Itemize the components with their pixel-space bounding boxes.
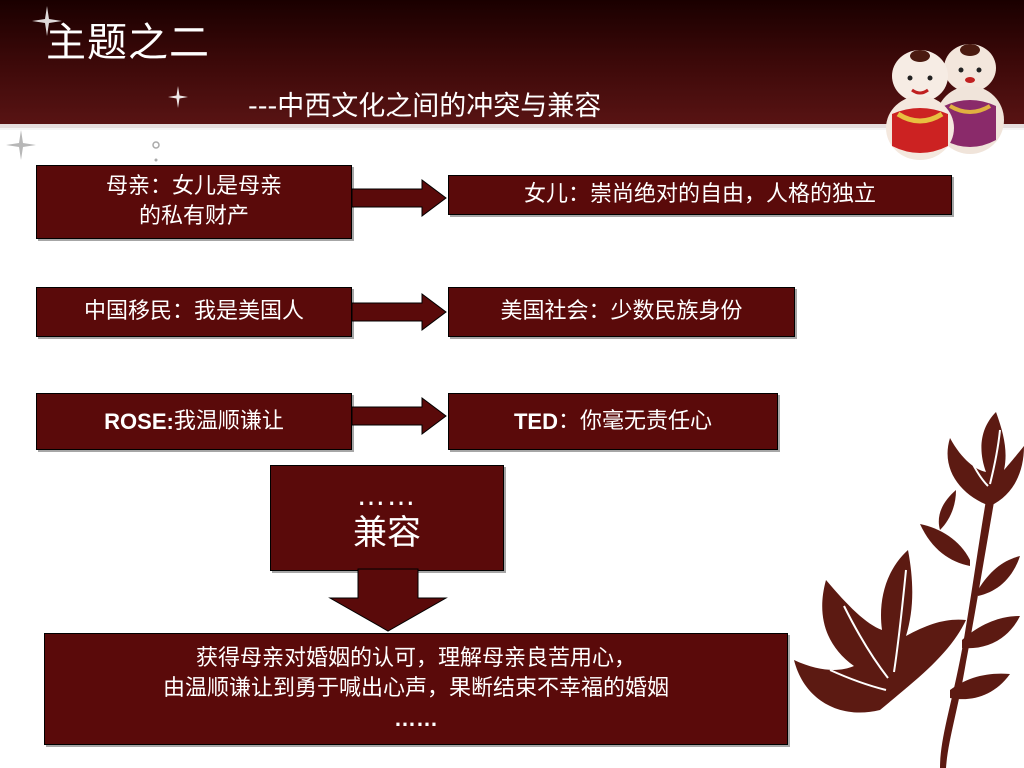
slide-title: 主题之二: [46, 20, 210, 66]
sparkle-icon: [152, 141, 160, 162]
row2-right-label: 美国社会：少数民族身份: [500, 299, 743, 324]
doll-pair-illustration: [886, 44, 1004, 160]
row2-left-box: 中国移民：我是美国人: [36, 287, 352, 337]
conclusion-box: 获得母亲对婚姻的认可，理解母亲良苦用心， 由温顺谦让到勇于喊出心声，果断结束不幸…: [44, 633, 788, 745]
row3-right-rest: ：你毫无责任心: [557, 408, 712, 434]
conclusion-line2: 由温顺谦让到勇于喊出心声，果断结束不幸福的婚姻: [162, 676, 669, 701]
row2-right-box: 美国社会：少数民族身份: [448, 287, 795, 337]
conclusion-line1: 获得母亲对婚姻的认可，理解母亲良苦用心，: [195, 646, 636, 671]
down-arrow-icon: [328, 568, 448, 632]
conclusion-line3: ……: [394, 706, 438, 731]
right-arrow-icon: [351, 179, 447, 217]
row1-right-label: 女儿：崇尚绝对的自由，人格的独立: [523, 182, 876, 207]
header-divider: [0, 124, 1024, 130]
row3-right-bold: TED: [513, 408, 558, 434]
row3-left-box: ROSE:我温顺谦让: [36, 393, 352, 450]
row1-left-line2: 的私有财产: [138, 204, 249, 229]
sparkle-icon: [6, 130, 36, 160]
row3-left-rest: 我温顺谦让: [173, 408, 284, 434]
row1-right-box: 女儿：崇尚绝对的自由，人格的独立: [448, 175, 952, 215]
center-dots: ……: [357, 479, 417, 512]
slide-subtitle: ---中西文化之间的冲突与兼容: [248, 91, 602, 122]
center-label: 兼容: [353, 513, 421, 553]
row3-right-box: TED：你毫无责任心: [448, 393, 778, 450]
right-arrow-icon: [351, 397, 447, 435]
row1-left-box: 母亲：女儿是母亲 的私有财产: [36, 165, 352, 239]
sparkle-icon: [168, 86, 188, 108]
right-arrow-icon: [351, 293, 447, 331]
compatibility-box: …… 兼容: [270, 465, 504, 571]
flower-decoration: [794, 412, 1024, 768]
row1-left-line1: 母亲：女儿是母亲: [105, 174, 282, 199]
header-band: [0, 0, 1024, 128]
row3-left-bold: ROSE:: [104, 408, 174, 434]
row2-left-label: 中国移民：我是美国人: [83, 299, 304, 324]
sparkle-icon: [32, 6, 62, 36]
